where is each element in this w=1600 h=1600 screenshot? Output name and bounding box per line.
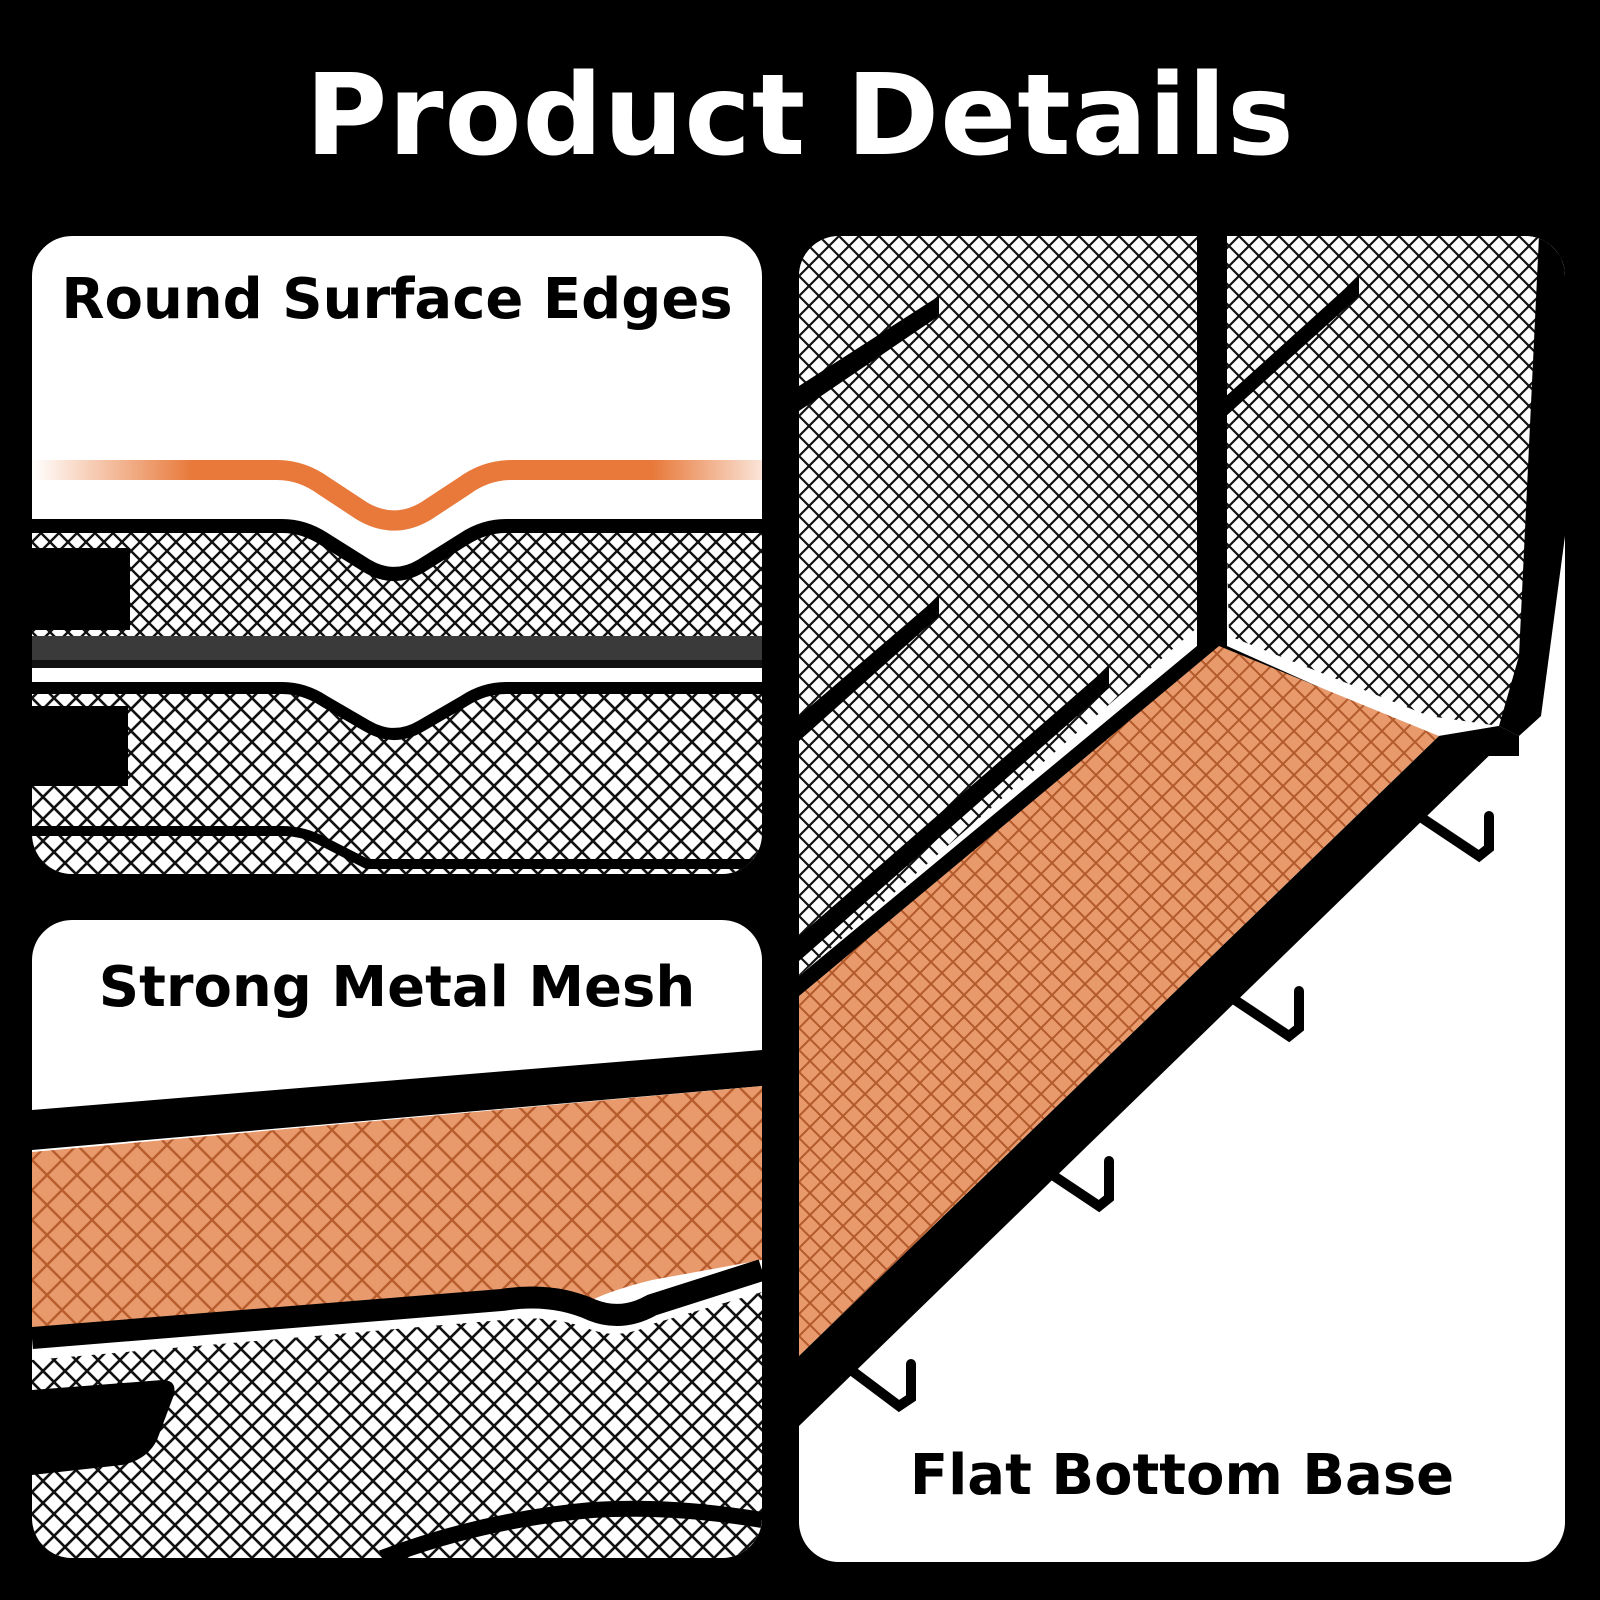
feature-label-metal-mesh: Strong Metal Mesh bbox=[98, 955, 696, 1020]
metal-mesh-illustration bbox=[32, 1050, 762, 1558]
hook-4 bbox=[834, 1356, 916, 1413]
round-edges-illustration bbox=[32, 460, 762, 874]
hook-2 bbox=[1224, 986, 1304, 1043]
feature-label-flat-base: Flat Bottom Base bbox=[909, 1443, 1455, 1508]
hook-1 bbox=[1414, 811, 1494, 863]
page-title: Product Details bbox=[305, 51, 1295, 181]
feature-label-round-edges: Round Surface Edges bbox=[61, 267, 733, 332]
feature-card-metal-mesh: Strong Metal Mesh bbox=[32, 920, 762, 1558]
feature-card-flat-base: Flat Bottom Base bbox=[799, 236, 1565, 1562]
flat-base-illustration bbox=[799, 236, 1565, 1426]
edge-highlight-line bbox=[32, 460, 762, 531]
feature-card-round-edges: Round Surface Edges bbox=[32, 236, 762, 874]
hook-3 bbox=[1034, 1156, 1114, 1213]
